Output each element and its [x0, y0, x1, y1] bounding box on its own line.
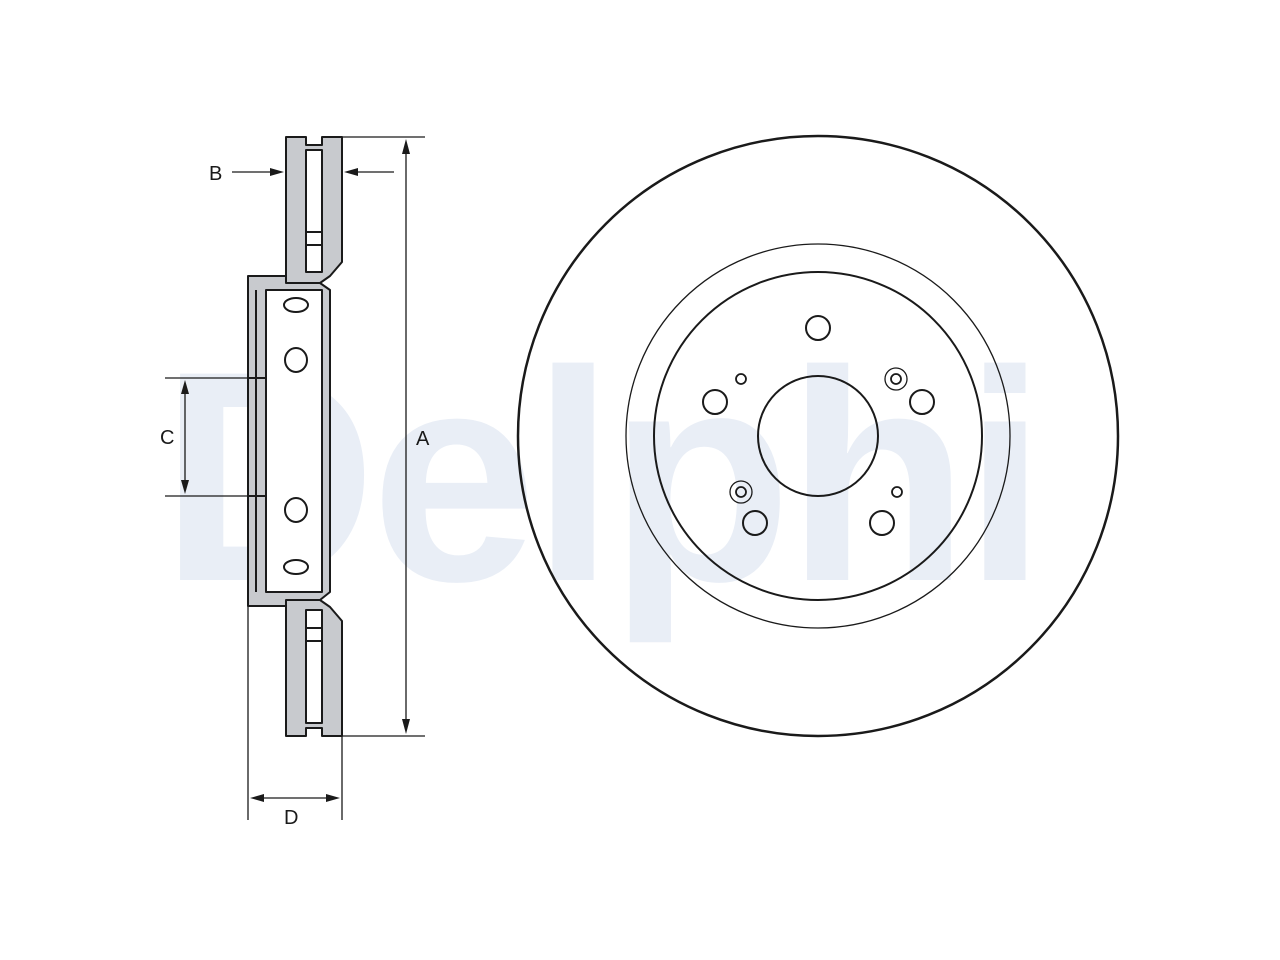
dim-label-a: A — [416, 428, 430, 450]
disc-outer-edge — [516, 134, 1120, 738]
dim-a-arrow-top — [402, 139, 410, 154]
hat-outer-edge — [653, 271, 983, 601]
dim-label-c: C — [160, 427, 174, 449]
dim-label-d: D — [284, 807, 298, 829]
stud-hole-1 — [805, 315, 831, 341]
dimension-lines — [165, 136, 425, 820]
dim-b-arrow-left — [270, 168, 284, 176]
front-view — [516, 134, 1120, 738]
side-section-view — [247, 136, 343, 737]
dim-d-arrow-right — [326, 794, 340, 802]
screw-hole-1-inner — [890, 373, 902, 385]
section-hole-1 — [283, 297, 309, 313]
vane-channel-bottom — [305, 609, 323, 724]
locating-hole-1 — [735, 373, 747, 385]
dim-c-arrow-bottom — [181, 480, 189, 494]
stud-hole-2 — [702, 389, 728, 415]
screw-hole-2-inner — [735, 486, 747, 498]
stud-hole-4 — [742, 510, 768, 536]
section-hole-4 — [283, 559, 309, 575]
stud-hole-3 — [909, 389, 935, 415]
hub-inner-face — [265, 289, 323, 593]
section-hole-3 — [284, 497, 308, 523]
locating-hole-2 — [891, 486, 903, 498]
center-bore — [757, 375, 879, 497]
friction-ring-inner-edge — [625, 243, 1011, 629]
dim-b-arrow-right — [344, 168, 358, 176]
vane-channel-top — [305, 149, 323, 273]
screw-hole-1-outer — [884, 367, 908, 391]
dim-a-arrow-bottom — [402, 719, 410, 734]
dim-d-arrow-left — [250, 794, 264, 802]
dim-label-b: B — [209, 163, 222, 185]
stud-hole-5 — [869, 510, 895, 536]
dim-c-arrow-top — [181, 380, 189, 394]
screw-hole-2-outer — [729, 480, 753, 504]
section-hole-2 — [284, 347, 308, 373]
